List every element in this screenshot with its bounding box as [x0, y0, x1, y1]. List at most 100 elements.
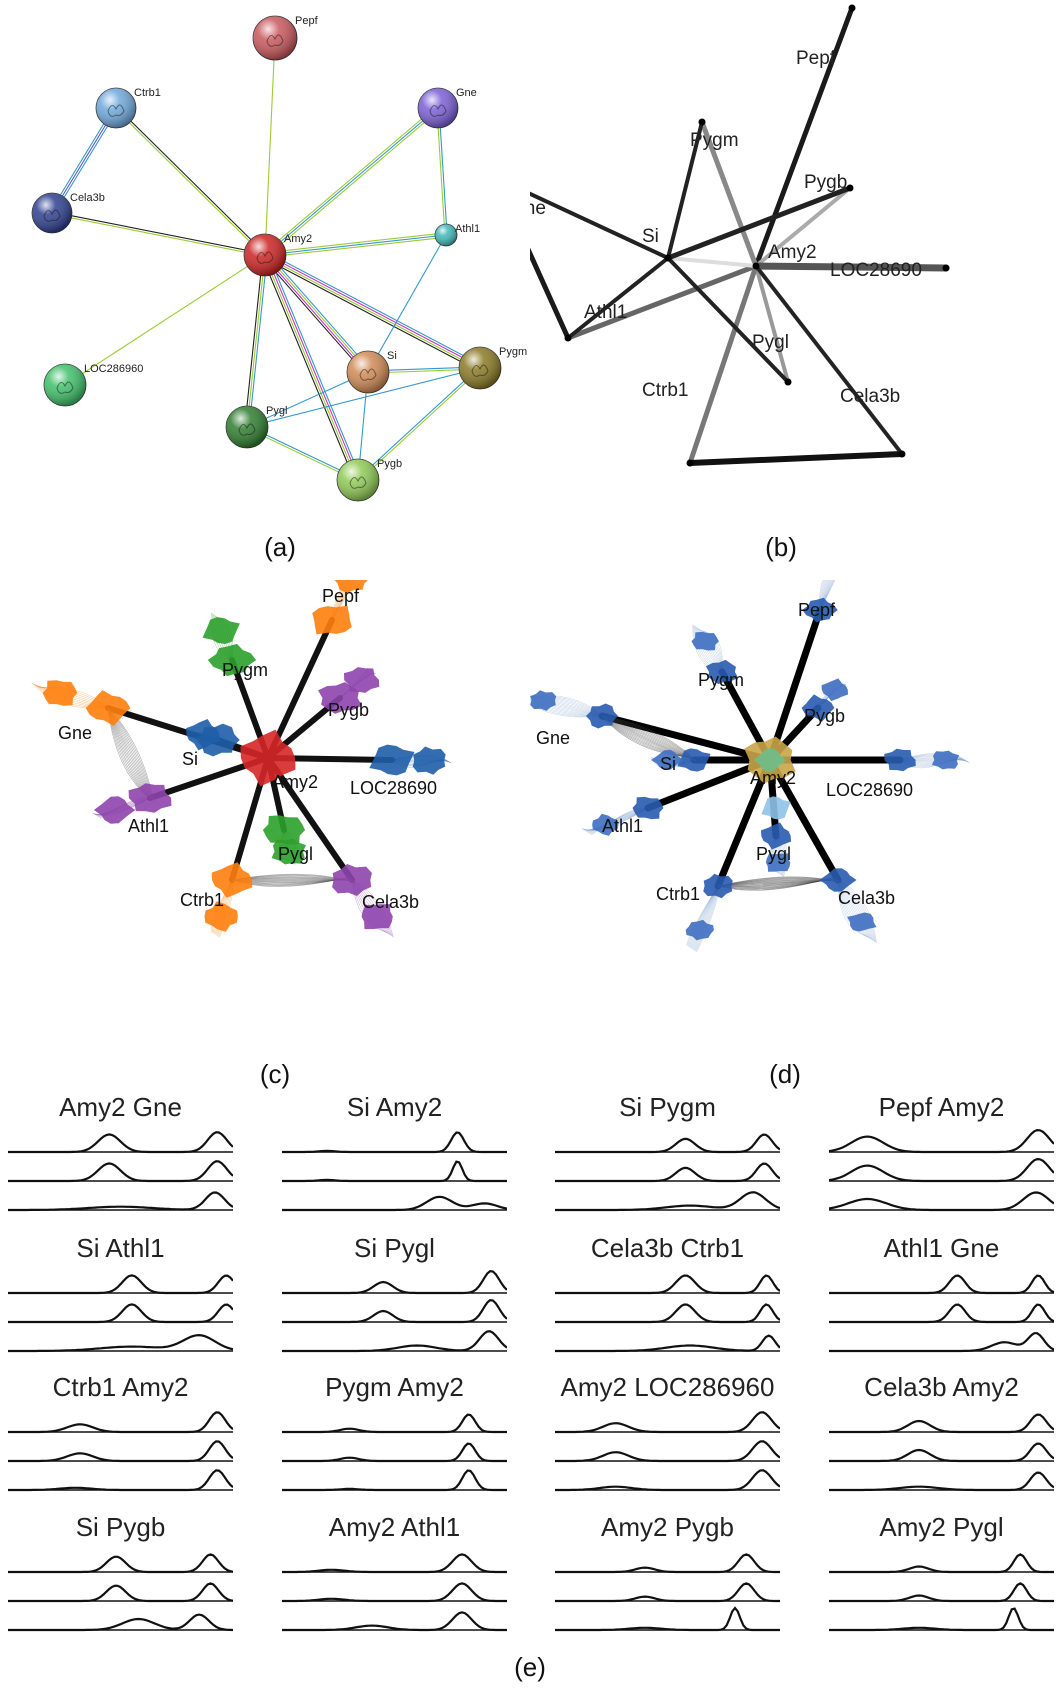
density-curves	[555, 1411, 780, 1492]
label-amy2: Amy2	[768, 242, 817, 263]
label-loc28690: LOC28690	[826, 780, 913, 800]
node-pygb[interactable]: Pygb	[336, 458, 402, 502]
density-curves	[8, 1411, 233, 1492]
density-plot-amy2-athl1: Amy2 Athl1	[282, 1512, 507, 1637]
cluster-ctrb1-outer	[685, 919, 714, 941]
density-curve-3	[282, 1330, 507, 1353]
cluster-athl1-outer	[592, 813, 619, 836]
label-gne: Gne	[58, 723, 92, 743]
node-dot-loc	[942, 264, 950, 272]
density-curves	[8, 1553, 233, 1632]
edge-amy2-pygb	[754, 186, 852, 268]
density-curves	[8, 1131, 233, 1212]
edge-pygl-pygm	[246, 367, 481, 428]
cluster-gne	[85, 690, 131, 726]
density-curves	[555, 1274, 780, 1353]
edge-pygb-pygm	[356, 366, 482, 482]
edge-si-gne	[530, 191, 670, 260]
cluster-ctrb1-outer	[204, 901, 238, 932]
cluster-pygl-outer	[271, 838, 307, 865]
density-plot-title: Cela3b Amy2	[864, 1372, 1019, 1402]
density-curve-3	[555, 1334, 780, 1353]
cluster-si-outer	[651, 749, 684, 771]
label-pygl: Pygl	[756, 844, 791, 864]
edge-amy2-ctrb1	[687, 263, 759, 466]
density-curve-1	[555, 1274, 780, 1295]
node-label: Pepf	[295, 15, 319, 27]
protein-structure-icon	[429, 104, 447, 117]
cluster-cela3b-outer	[847, 912, 877, 932]
node-amy2[interactable]: Amy2	[243, 233, 312, 277]
label-pepf: Pepf	[798, 600, 836, 620]
edge-amy2-pygb	[261, 253, 362, 482]
label-athl1: Athl1	[602, 816, 643, 836]
density-plot-title: Athl1 Gne	[883, 1233, 1000, 1263]
node-pygl[interactable]: Pygl	[225, 405, 287, 449]
node-athl1[interactable]: Athl1	[434, 223, 480, 247]
density-plot-si-pygl: Si Pygl	[282, 1233, 507, 1358]
node-loc286960[interactable]: LOC286960	[43, 363, 143, 407]
panel-b-labels: PepfPygmPygbGneSiAmy2LOC28690Athl1PyglCt…	[530, 48, 922, 407]
edge-amy2-loc	[752, 262, 950, 272]
cluster-pygm-outer	[691, 631, 719, 651]
density-plot-title: Pygm Amy2	[325, 1372, 464, 1402]
edge-amy2-pepf	[753, 5, 855, 269]
edge-si-pygl	[246, 371, 369, 428]
node-label: Gne	[456, 87, 477, 99]
edge-amy2-pygl	[754, 264, 790, 384]
density-curve-1	[829, 1274, 1054, 1295]
density-curve-1	[8, 1274, 233, 1295]
node-pepf[interactable]: Pepf	[252, 15, 319, 61]
edge-ctrb1-cela3b	[49, 106, 119, 215]
edge-amy2-athl1	[264, 232, 447, 258]
cluster-pygm	[207, 643, 257, 677]
edge-si-pygb	[665, 185, 853, 261]
density-curve-3	[829, 1607, 1054, 1632]
density-plot-title: Amy2 Pygb	[601, 1512, 734, 1542]
density-plot-title: Amy2 Pygl	[879, 1512, 1004, 1542]
node-dot-si	[664, 254, 672, 262]
cluster-pygb-outer	[343, 667, 380, 693]
density-curve-2	[8, 1582, 233, 1603]
node-si[interactable]: Si	[346, 350, 397, 394]
label-amy2: Amy2	[750, 768, 796, 788]
label-si: Si	[660, 754, 676, 774]
edge-athl1-si	[367, 234, 447, 373]
label-loc28690: LOC28690	[350, 778, 437, 798]
node-gne[interactable]: Gne	[417, 87, 477, 129]
label-pepf: Pepf	[796, 48, 836, 69]
density-curves	[555, 1553, 780, 1632]
density-curve-2	[555, 1303, 780, 1324]
node-ctrb1[interactable]: Ctrb1	[95, 87, 161, 129]
label-si: Si	[182, 749, 198, 769]
label-ctrb1: Ctrb1	[180, 890, 224, 910]
label-pygb: Pygb	[804, 706, 845, 726]
node-pygm[interactable]: Pygm	[458, 346, 527, 390]
density-curve-2	[282, 1442, 507, 1463]
cluster-gne	[585, 703, 619, 729]
density-curve-1	[555, 1553, 780, 1574]
panel-c-blobs	[42, 580, 446, 932]
cluster-pepf	[802, 597, 838, 623]
cluster-ctrb1	[211, 862, 253, 898]
density-plot-title: Pepf Amy2	[878, 1092, 1005, 1122]
density-curve-2	[555, 1440, 780, 1463]
label-ctrb1: Ctrb1	[642, 380, 688, 401]
label-gne: Gne	[536, 728, 570, 748]
caption-b: (b)	[765, 532, 797, 562]
density-plot-amy2-gne: Amy2 Gne	[8, 1092, 233, 1217]
caption-a: (a)	[264, 532, 296, 562]
density-curve-1	[282, 1553, 507, 1574]
cluster-pygm	[705, 659, 739, 685]
node-cela3b[interactable]: Cela3b	[31, 192, 105, 234]
edge-amy2-ctrb1	[114, 106, 267, 257]
density-plot-title: Si Pygl	[354, 1233, 435, 1263]
density-plot-amy2-pygb: Amy2 Pygb	[555, 1512, 780, 1637]
node-label: Ctrb1	[134, 87, 161, 99]
density-curve-1	[282, 1131, 507, 1154]
label-cela3b: Cela3b	[838, 888, 895, 908]
protein-structure-icon	[43, 209, 61, 222]
node-dot-athl1	[564, 334, 572, 342]
